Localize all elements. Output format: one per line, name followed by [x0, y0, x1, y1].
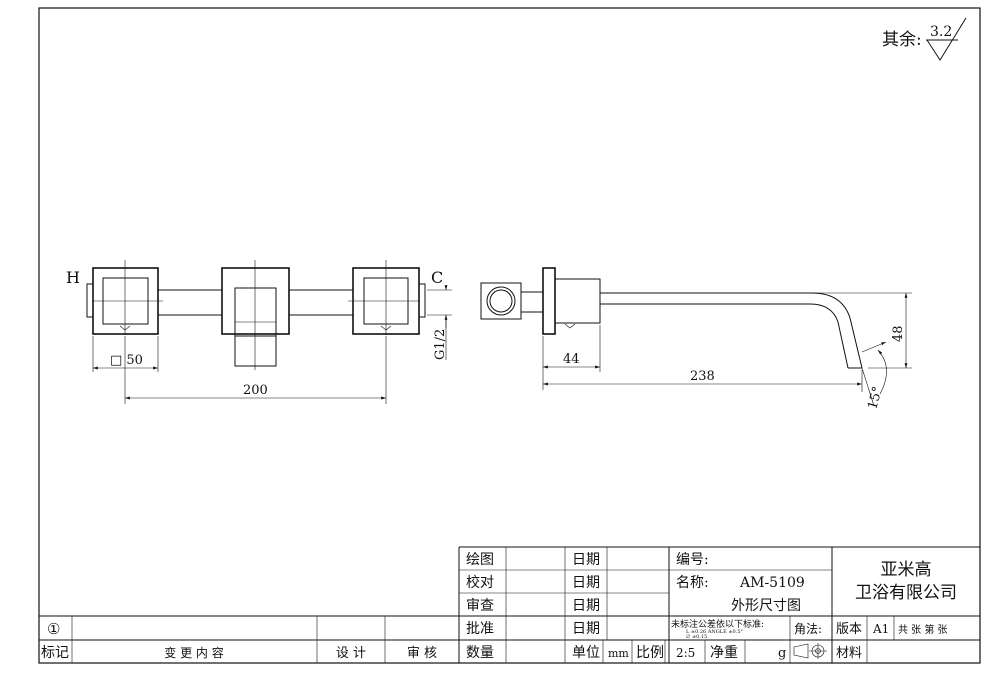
- hot-label: H: [66, 268, 80, 287]
- code-label: 编号:: [676, 552, 709, 568]
- sheets-text: 共 张 第 张: [898, 623, 948, 636]
- center-spout: [221, 260, 290, 370]
- drawing-name: 外形尺寸图: [731, 598, 801, 614]
- dim-depth-text: 44: [563, 352, 580, 367]
- weight-unit: g: [778, 646, 786, 661]
- surface-roughness-note: 其余: 3.2: [882, 17, 967, 61]
- projection-symbol-icon: [793, 643, 827, 659]
- row-label-check: 校对: [466, 574, 494, 591]
- net-weight-label: 净重: [710, 645, 738, 661]
- roughness-value: 3.2: [930, 24, 952, 40]
- side-view: 44 238 48 15°: [480, 267, 912, 411]
- front-view: H C: [66, 260, 452, 404]
- scale-value: 2:5: [676, 646, 695, 660]
- company-line-2: 卫浴有限公司: [855, 583, 957, 603]
- design-label: 设 计: [336, 646, 366, 661]
- drawing-border: [38, 7, 981, 664]
- row-label-draw: 绘图: [466, 552, 494, 568]
- dimension-length-238: 238: [543, 369, 863, 392]
- material-label: 材料: [836, 646, 862, 661]
- roughness-symbol-icon: [926, 17, 967, 61]
- change-content-label: 变 更 内 容: [164, 645, 223, 660]
- side-spout: [600, 292, 863, 369]
- hot-handle: [86, 260, 163, 335]
- tolerance-title: 未标注公差依以下标准:: [671, 618, 764, 630]
- model-number: AM-5109: [739, 575, 805, 591]
- company-line-1: 亚米高: [881, 560, 932, 580]
- dimension-height-48: 48: [812, 292, 912, 369]
- dim-square-text: □ 50: [110, 353, 143, 368]
- dim-height-text: 48: [891, 325, 906, 342]
- name-label: 名称:: [676, 575, 709, 591]
- revision-symbol: ①: [47, 620, 60, 638]
- dimension-width-200: 200: [124, 336, 387, 404]
- dim-thread-text: G1/2: [433, 329, 448, 360]
- version-value: A1: [872, 622, 889, 636]
- quantity-label: 数量: [466, 645, 494, 661]
- dim-angle-text: 15°: [865, 385, 885, 411]
- row-label-audit: 审查: [466, 598, 494, 614]
- cold-label: C: [431, 268, 443, 287]
- row-label-approve: 批准: [466, 621, 494, 637]
- dimension-square-50: □ 50: [92, 336, 159, 372]
- dim-length-text: 238: [690, 369, 715, 384]
- dimension-angle-15: 15°: [861, 341, 887, 411]
- tolerance-detail-2: ∅ ±0.15: [686, 634, 707, 640]
- title-block: 绘图 校对 审查 批准 日期 日期 日期 日期 编号: 名称: AM-5109 …: [39, 546, 980, 663]
- dimension-thread: G1/2: [427, 285, 452, 360]
- row-date-draw: 日期: [572, 552, 600, 568]
- dim-width-text: 200: [243, 383, 268, 398]
- version-label: 版本: [836, 622, 862, 637]
- angle-method-label: 角法:: [794, 622, 822, 636]
- tolerance-detail: L ±0.26 ANGLE ±0.5°: [686, 629, 744, 635]
- cold-handle: [348, 260, 426, 335]
- scale-label: 比例: [636, 645, 664, 661]
- row-date-audit: 日期: [572, 598, 600, 614]
- roughness-label: 其余:: [882, 30, 922, 50]
- review-label: 审 核: [407, 646, 437, 661]
- unit-label: 单位: [572, 645, 600, 661]
- dimension-depth-44: 44: [542, 325, 601, 390]
- side-handle: [480, 282, 543, 320]
- unit-value: mm: [608, 647, 629, 660]
- mark-label: 标记: [41, 645, 69, 661]
- row-date-check: 日期: [572, 575, 600, 591]
- row-date-approve: 日期: [572, 621, 600, 637]
